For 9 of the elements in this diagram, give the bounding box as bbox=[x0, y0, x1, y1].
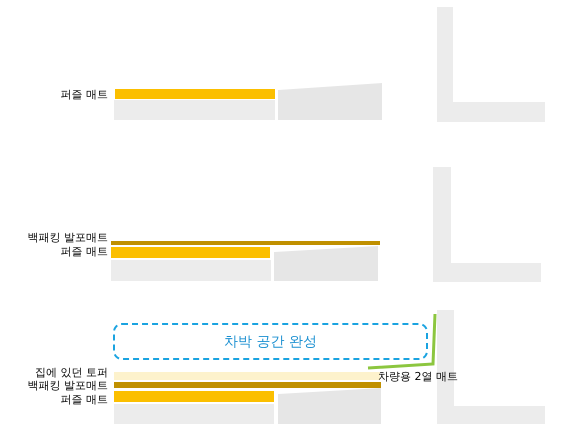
mat-label: 집에 있던 토퍼 bbox=[35, 366, 108, 379]
mat-label: 백패킹 발포매트 bbox=[28, 231, 108, 244]
mat-label: 차량용 2열 매트 bbox=[378, 370, 458, 383]
mat-label: 퍼즐 매트 bbox=[60, 88, 108, 101]
dashed-callout-box bbox=[113, 323, 428, 360]
callout-text: 차박 공간 완성 bbox=[224, 332, 317, 350]
mat-label: 백패킹 발포매트 bbox=[28, 379, 108, 392]
mat-label: 퍼즐 매트 bbox=[60, 245, 108, 258]
mat-label: 퍼즐 매트 bbox=[60, 393, 108, 406]
